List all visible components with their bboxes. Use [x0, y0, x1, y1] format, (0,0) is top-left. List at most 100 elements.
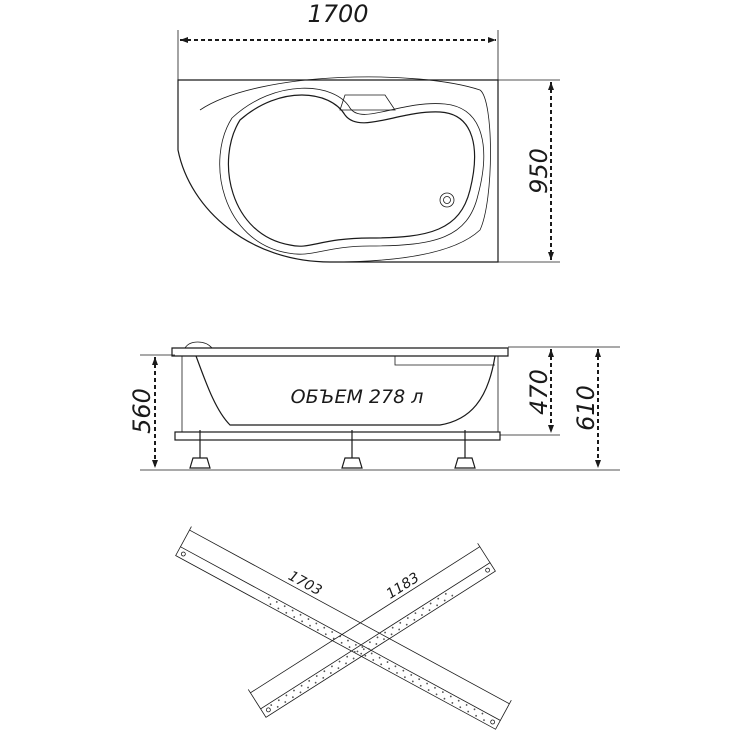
frame-view: 1703 1183	[175, 526, 512, 730]
short-bar-label: 1183	[384, 570, 423, 603]
mounting-hole	[410, 674, 413, 676]
mounting-hole	[270, 704, 273, 706]
mounting-hole	[406, 617, 409, 619]
headrest	[339, 94, 396, 111]
long-bar: 1703	[175, 526, 512, 730]
mounting-hole	[360, 652, 363, 655]
mounting-hole	[269, 603, 272, 606]
mounting-hole	[293, 616, 296, 618]
mounting-hole	[384, 631, 386, 634]
mounting-hole	[378, 656, 381, 659]
mounting-hole	[436, 604, 439, 607]
long-bar-label: 1703	[285, 568, 324, 599]
mounting-hole	[352, 657, 355, 660]
mounting-hole	[375, 643, 378, 645]
mounting-hole	[324, 633, 327, 636]
mounting-hole	[459, 706, 462, 709]
mounting-hole	[338, 660, 341, 663]
tub-body	[195, 355, 496, 426]
mounting-hole	[434, 686, 436, 689]
mounting-hole	[322, 676, 325, 679]
mounting-hole	[451, 594, 454, 597]
mounting-hole	[353, 650, 356, 653]
mounting-hole	[300, 684, 303, 687]
frame-base	[174, 431, 501, 441]
mounting-hole	[428, 609, 431, 612]
mounting-hole	[391, 626, 394, 629]
mounting-hole	[380, 663, 383, 666]
mounting-hole	[285, 611, 288, 614]
mounting-hole	[383, 638, 385, 641]
mounting-hole	[291, 696, 294, 699]
mounting-hole	[348, 646, 351, 649]
mounting-hole	[308, 679, 311, 682]
mounting-hole	[277, 699, 280, 702]
mounting-hole	[314, 681, 317, 684]
mounting-hole	[317, 629, 319, 631]
mounting-hole	[267, 596, 270, 599]
mounting-hole	[315, 622, 318, 625]
mounting-hole	[369, 641, 371, 644]
leg-middle	[341, 430, 363, 469]
leg-right	[454, 430, 476, 469]
mounting-hole	[309, 624, 311, 627]
mounting-hole	[354, 643, 357, 646]
mounting-hole	[291, 609, 294, 612]
mounting-hole	[405, 623, 408, 626]
mounting-hole	[323, 670, 326, 673]
mounting-hole	[443, 599, 446, 602]
mounting-hole	[372, 659, 375, 661]
mounting-hole	[315, 675, 318, 677]
tub-rim	[171, 347, 509, 357]
mounting-hole	[422, 607, 424, 610]
mounting-hole	[390, 633, 393, 636]
mounting-hole	[419, 684, 422, 687]
mounting-hole	[465, 704, 468, 706]
mounting-hole	[299, 613, 302, 616]
mounting-hole	[444, 592, 447, 595]
mounting-hole	[443, 697, 446, 700]
mounting-hole	[441, 691, 444, 694]
mounting-hole	[329, 672, 332, 674]
mounting-hole	[283, 605, 286, 608]
mounting-hole	[284, 701, 287, 703]
mounting-hole	[404, 676, 406, 679]
inner-depth-label: 470	[525, 369, 553, 415]
mounting-hole	[362, 648, 365, 651]
mounting-hole	[364, 654, 367, 657]
mounting-hole	[449, 695, 452, 698]
mounting-hole	[481, 712, 484, 715]
mounting-hole	[376, 636, 379, 639]
mounting-hole	[411, 680, 414, 683]
mounting-hole	[345, 662, 347, 665]
mounting-hole	[396, 671, 398, 674]
depth-label: 950	[525, 148, 553, 194]
mounting-hole	[337, 667, 340, 670]
mounting-hole	[277, 607, 280, 610]
height-left-label: 560	[128, 388, 156, 434]
tub-basin	[227, 94, 476, 247]
mounting-hole	[346, 655, 349, 658]
mounting-hole	[429, 602, 432, 605]
mounting-hole	[293, 689, 295, 692]
mounting-hole	[427, 689, 430, 691]
mounting-hole	[276, 705, 279, 708]
mounting-hole	[457, 699, 460, 702]
mounting-hole	[426, 682, 428, 685]
short-bar: 1183	[247, 543, 496, 718]
mounting-hole	[367, 647, 370, 650]
mounting-hole	[398, 628, 401, 631]
mounting-hole	[301, 620, 303, 623]
mounting-hole	[307, 618, 310, 621]
mounting-hole	[331, 665, 333, 668]
mounting-hole	[421, 614, 423, 616]
mounting-hole	[331, 631, 334, 633]
mounting-hole	[388, 667, 390, 670]
mounting-hole	[467, 710, 470, 713]
mounting-hole	[413, 618, 416, 621]
mounting-hole	[307, 686, 309, 689]
mounting-hole	[475, 714, 477, 717]
mounting-hole	[347, 639, 349, 642]
